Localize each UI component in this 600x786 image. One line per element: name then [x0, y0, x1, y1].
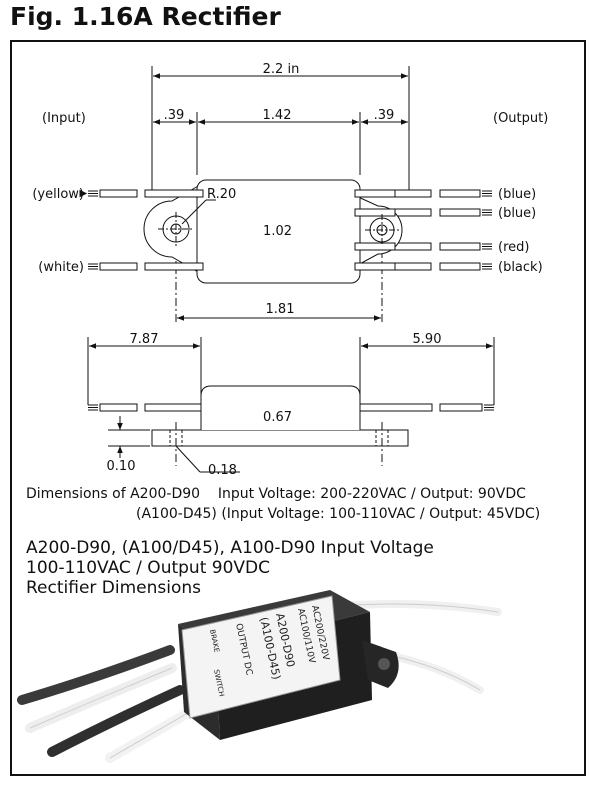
dim-left-lead: 7.87: [130, 332, 159, 347]
dim-right-tab: .39: [374, 108, 395, 123]
wire-label-red: (red): [498, 240, 529, 255]
wire-label-white: (white): [38, 260, 84, 275]
spec-line-a200: Dimensions of A200-D90 Input Voltage: 20…: [26, 486, 526, 502]
dim-left-tab: .39: [164, 108, 185, 123]
top-view: [79, 66, 492, 322]
dim-overall: 2.2 in: [263, 62, 300, 77]
wire-label-blue-1: (blue): [498, 187, 536, 202]
dim-right-lead: 5.90: [413, 332, 442, 347]
rectifier-body-top: [196, 179, 361, 284]
figure-title: Fig. 1.16A Rectifier: [10, 2, 281, 31]
description-line-2: 100-110VAC / Output 90VDC: [26, 558, 270, 578]
figure-frame: [10, 40, 586, 776]
rectifier-body-side: [200, 385, 361, 430]
dim-hole-diameter: 0.18: [208, 463, 237, 478]
dim-radius: R.20: [207, 187, 236, 202]
dim-base-thickness: 0.10: [107, 459, 136, 474]
dim-hole-spacing: 1.81: [266, 302, 295, 317]
description-line-1: A200-D90, (A100/D45), A100-D90 Input Vol…: [26, 538, 434, 558]
wire-label-blue-2: (blue): [498, 206, 536, 221]
wire-label-black: (black): [498, 260, 543, 275]
base-flange: [151, 429, 409, 447]
rectifier-photo: [17, 590, 502, 763]
input-label: (Input): [42, 111, 86, 126]
side-view: [87, 337, 495, 473]
dim-side-height: 0.67: [263, 410, 292, 425]
wire-label-yellow: (yellow): [32, 187, 84, 202]
spec-line-a100: (A100-D45) (Input Voltage: 100-110VAC / …: [136, 506, 541, 522]
description-line-3: Rectifier Dimensions: [26, 578, 202, 598]
dim-body: 1.42: [263, 108, 292, 123]
output-label: (Output): [493, 111, 548, 126]
dim-height: 1.02: [263, 224, 292, 239]
